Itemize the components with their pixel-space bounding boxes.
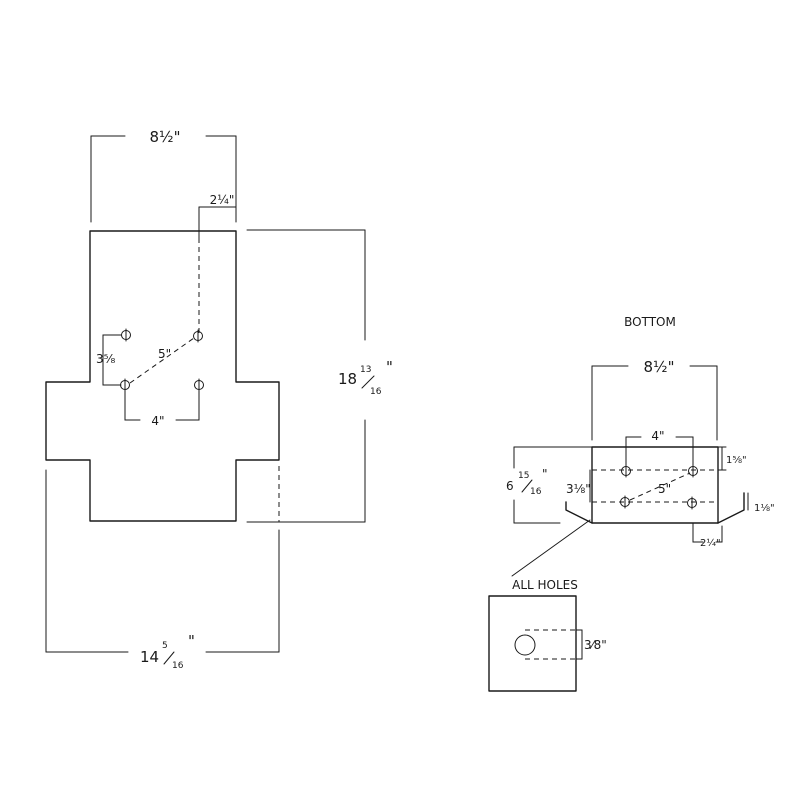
svg-text:6: 6 <box>506 479 514 493</box>
dim-hole-vertical: 3⁵⁄₈ <box>96 352 115 366</box>
detail-hole-dia: 3⁄8" <box>584 638 607 652</box>
svg-text:": " <box>188 632 195 650</box>
dim-b-hole-diagonal: 5" <box>658 482 671 496</box>
svg-text:5: 5 <box>162 641 168 651</box>
hole-detail: ALL HOLES 3⁄8" <box>488 578 607 692</box>
dim-hole-horizontal-b <box>175 390 200 421</box>
dim-width-top: 8½" <box>150 128 181 146</box>
dim-height-right: 18 13 16 " <box>338 358 393 397</box>
dim-b-width-top: 8½" <box>644 358 675 376</box>
detail-box <box>488 595 577 692</box>
front-outline <box>45 230 280 522</box>
dim-offset-top: 2¼" <box>210 193 235 207</box>
dim-b-flange-bottom-b <box>715 525 723 543</box>
flange-left <box>565 501 593 524</box>
svg-text:16: 16 <box>370 387 382 397</box>
front-holes <box>120 328 204 392</box>
svg-text:": " <box>386 358 393 376</box>
bottom-holes <box>620 464 698 510</box>
dim-hole-horizontal-a <box>124 390 141 421</box>
dim-b-hole-h-b <box>675 436 694 467</box>
flange-right <box>717 492 745 524</box>
dim-b-edge-top: 1⅝" <box>726 455 747 466</box>
bottom-plate <box>591 446 719 524</box>
svg-text:16: 16 <box>172 661 184 671</box>
dim-hole-horizontal: 4" <box>151 414 164 428</box>
svg-text:": " <box>542 467 548 481</box>
front-view: 8½" 2¼" 3⁵⁄₈ 5" 4" 18 <box>45 128 393 671</box>
dim-b-flange-bottom: 2¼" <box>700 537 721 549</box>
dim-hole-diagonal: 5" <box>158 347 171 361</box>
detail-hole <box>514 634 536 656</box>
dim-b-flange-right: 1⅛" <box>754 503 775 514</box>
b-centerline-diagonal <box>629 472 691 501</box>
bottom-view-title: BOTTOM <box>624 315 676 329</box>
bottom-view: BOTTOM 8½" 4" 3⅛" <box>506 315 775 577</box>
svg-text:13: 13 <box>360 365 371 375</box>
dim-width-bottom: 14 5 16 " <box>140 632 195 671</box>
dim-hole-vertical-bracket <box>102 334 122 386</box>
dim-hole-diagonal-line <box>129 337 195 384</box>
detail-hole-dim-bracket <box>575 629 583 660</box>
dim-b-hole-h-a <box>625 436 642 467</box>
svg-text:18: 18 <box>338 370 357 388</box>
svg-text:14: 14 <box>140 648 159 666</box>
dim-b-hole-horizontal: 4" <box>651 429 664 443</box>
svg-text:15: 15 <box>518 471 529 481</box>
dim-b-flange-bottom-a <box>692 522 704 543</box>
detail-title: ALL HOLES <box>512 578 578 592</box>
dim-b-hole-vertical: 3⅛" <box>566 482 591 496</box>
dim-b-height-left: 6 15 16 " <box>506 467 548 497</box>
leader-to-detail <box>511 519 591 577</box>
svg-text:16: 16 <box>530 487 542 497</box>
